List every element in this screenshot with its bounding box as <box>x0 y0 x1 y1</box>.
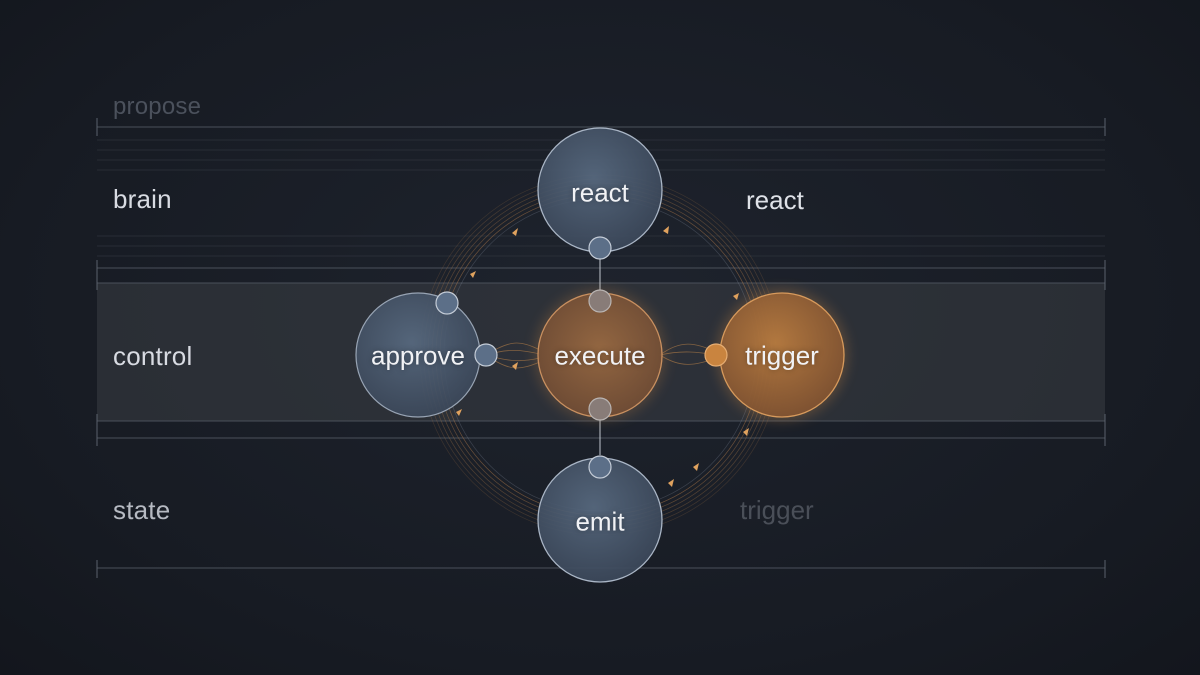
port-approve-right <box>474 343 498 367</box>
lane-label-control: control <box>113 341 193 371</box>
port-emit-top <box>588 455 612 479</box>
node-label-react: react <box>571 177 629 208</box>
flow-arrows <box>456 226 749 487</box>
port-approve-top <box>435 291 459 315</box>
lane-label-state: state <box>113 495 171 525</box>
node-label-execute: execute <box>554 340 646 371</box>
port-react-bottom <box>588 236 612 260</box>
node-label-approve: approve <box>371 340 465 371</box>
side-label-trigger: trigger <box>740 495 814 525</box>
lane-ticks <box>96 118 1106 578</box>
lane-label-brain: brain <box>113 184 172 214</box>
port-trigger-left <box>704 343 728 367</box>
node-label-emit: emit <box>575 506 625 537</box>
port-execute-bottom <box>588 397 612 421</box>
port-execute-top <box>588 289 612 313</box>
ports <box>435 236 728 479</box>
lane-dividers <box>97 126 1105 569</box>
side-label-react: react <box>746 185 804 215</box>
lane-label-propose: propose <box>113 93 202 120</box>
node-label-trigger: trigger <box>745 340 819 371</box>
